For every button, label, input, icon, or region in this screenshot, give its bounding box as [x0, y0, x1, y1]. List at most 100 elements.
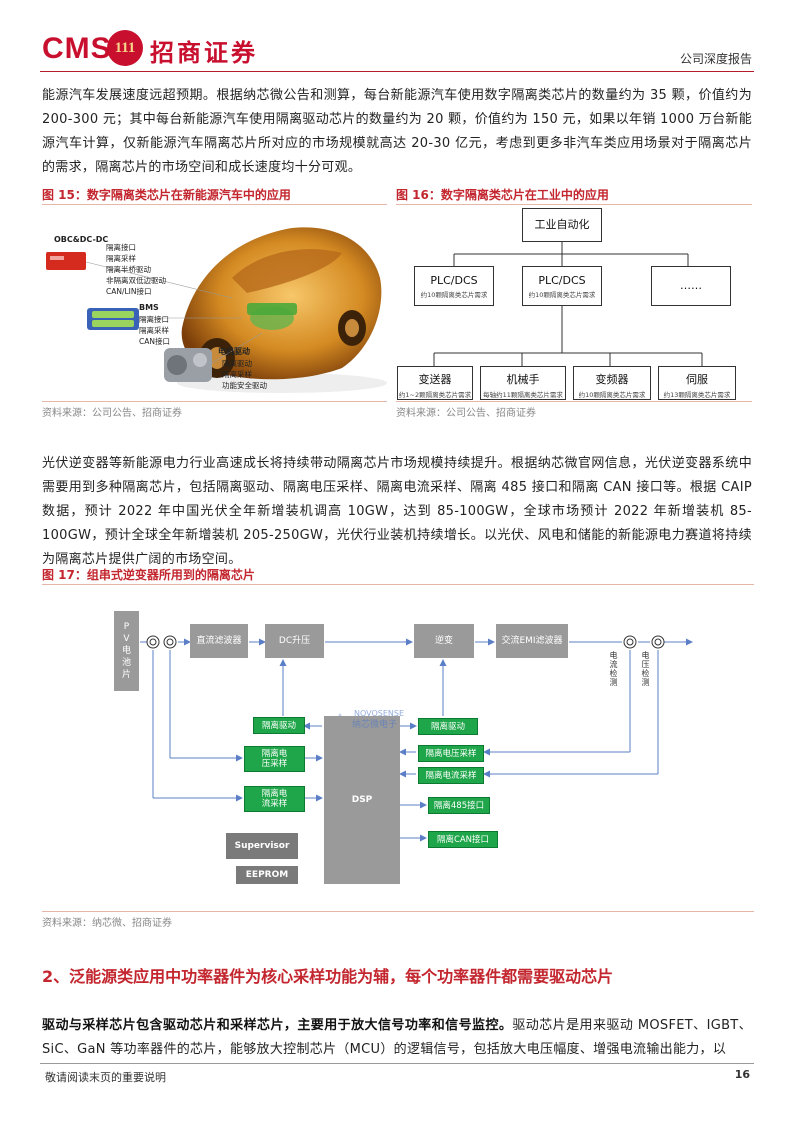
- fig16-leaf-node: 机械手每轴约11颗隔离类芯片需求: [480, 366, 566, 400]
- fig15-title-rule: [42, 204, 387, 205]
- fig15-obc-item: 非隔离双低边驱动: [106, 276, 166, 285]
- fig15-motor-items: 隔离驱动 隔离采样 功能安全驱动: [222, 358, 267, 391]
- fig15-obc-items: 隔离接口 隔离采样 隔离半桥驱动 非隔离双低边驱动 CAN/LIN接口: [106, 242, 166, 297]
- fig16-diagram: 工业自动化 PLC/DCS 约10颗隔离类芯片需求 PLC/DCS 约10颗隔离类芯…: [396, 208, 752, 400]
- right-isolated-current-sampling-label: 隔离电流采样: [425, 770, 477, 781]
- ac-emi-filter-label: 交流EMI滤波器: [501, 635, 563, 646]
- fig16-mid-text: PLC/DCS: [430, 274, 478, 287]
- right-isolated-current-sampling: 隔离电流采样: [418, 767, 484, 784]
- paragraph-3: 驱动与采样芯片包含驱动芯片和采样芯片，主要用于放大信号功率和信号监控。驱动芯片是…: [42, 1014, 752, 1062]
- fig16-title-rule: [396, 204, 752, 205]
- right-isolated-driver: 隔离驱动: [418, 718, 478, 735]
- eeprom-label: EEPROM: [245, 869, 289, 880]
- fig16-mid-sub: 约10颗隔离类芯片需求: [528, 291, 596, 299]
- isolated-485-interface-label: 隔离485接口: [433, 800, 485, 811]
- logo-cn-text: 招商证券: [150, 38, 258, 67]
- fig15-obc-item: 隔离接口: [106, 243, 136, 252]
- fig16-leaf-sub: 约13颗隔离类芯片需求: [663, 391, 731, 399]
- paragraph-3-body: 驱动芯片是用来驱动 MOSFET、IGBT、SiC、GaN 等功率器件的芯片，能…: [42, 1018, 752, 1057]
- fig15-bms-item: 隔离接口: [139, 315, 169, 324]
- fig16-leaf-text: 变送器: [418, 373, 452, 386]
- ac-emi-filter-block: 交流EMI滤波器: [496, 624, 568, 658]
- fig15-bms-item: 隔离采样: [139, 326, 169, 335]
- dc-filter-block: 直流滤波器: [190, 624, 248, 658]
- section-2-heading: 2、泛能源类应用中功率器件为核心采样功能为辅，每个功率器件都需要驱动芯片: [42, 967, 614, 986]
- dsp-block: DSP: [324, 716, 400, 884]
- fig15-bms-item: CAN接口: [139, 337, 170, 346]
- fig16-leaf-node: 伺服约13颗隔离类芯片需求: [658, 366, 736, 400]
- isolated-485-interface: 隔离485接口: [428, 797, 490, 814]
- fig16-root-node: 工业自动化: [522, 208, 602, 242]
- fig16-mid-sub: 约10颗隔离类芯片需求: [420, 291, 488, 299]
- left-isolated-driver: 隔离驱动: [253, 717, 305, 734]
- fig16-leaf-sub: 每轴约11颗隔离类芯片需求: [483, 391, 563, 399]
- left-isolated-voltage-sampling: 隔离电压采样: [244, 746, 305, 772]
- fig15-motor-item: 功能安全驱动: [222, 381, 267, 390]
- fig16-mid-node: ……: [651, 266, 731, 306]
- fig15-car-image: [46, 227, 387, 393]
- right-isolated-voltage-sampling-label: 隔离电压采样: [425, 748, 477, 759]
- fig15-bms-label: BMS: [139, 303, 159, 312]
- fig16-leaf-text: 变频器: [595, 373, 629, 386]
- fig15-bms-items: 隔离接口 隔离采样 CAN接口: [139, 314, 170, 347]
- dc-filter-label: 直流滤波器: [196, 635, 242, 646]
- fig16-leaf-sub: 约1~2颗隔离类芯片需求: [398, 391, 472, 399]
- fig16-mid-node: PLC/DCS 约10颗隔离类芯片需求: [414, 266, 494, 306]
- fig16-leaf-sub: 约10颗隔离类芯片需求: [578, 391, 646, 399]
- supervisor-block: Supervisor: [226, 833, 298, 859]
- fig16-connectors: [433, 242, 703, 366]
- fig15-source: 资料来源：公司公告、招商证券: [42, 408, 182, 419]
- fig15-bottom-rule: [42, 401, 387, 402]
- fig16-leaf-node: 变频器约10颗隔离类芯片需求: [573, 366, 651, 400]
- dc-boost-label: DC升压: [278, 635, 311, 646]
- pv-panel-block: PV电池片: [114, 611, 139, 691]
- fig16-leaf-text: 机械手: [506, 373, 540, 386]
- fig15-illustration: OBC&DC-DC 隔离接口 隔离采样 隔离半桥驱动 非隔离双低边驱动 CAN/…: [42, 208, 387, 400]
- logo-cms-text: CMS: [42, 32, 112, 65]
- fig16-mid-text: PLC/DCS: [538, 274, 586, 287]
- fig15-obc-label: OBC&DC-DC: [54, 235, 109, 244]
- watermark-cn: 纳芯微电子: [352, 720, 398, 730]
- logo-badge-icon: 111: [107, 30, 143, 66]
- fig15-motor-label: 电机驱动: [218, 347, 250, 356]
- fig16-title: 图 16：数字隔离类芯片在工业中的应用: [396, 188, 609, 202]
- fig16-mid-node: PLC/DCS 约10颗隔离类芯片需求: [522, 266, 602, 306]
- fig16-leaf-text: 伺服: [686, 373, 708, 386]
- watermark-latin: NOVOSENSE: [354, 709, 405, 718]
- dc-boost-block: DC升压: [265, 624, 324, 658]
- eeprom-block: EEPROM: [236, 866, 298, 884]
- fig17-diagram: PV电池片 直流滤波器 DC升压 逆变 交流EMI滤波器 电流检测 电压检测 隔…: [42, 588, 754, 908]
- pv-panel-label: PV电池片: [121, 622, 131, 680]
- left-isolated-voltage-sampling-label: 隔离电压采样: [261, 749, 288, 769]
- fig16-mid-text: ……: [680, 279, 702, 292]
- left-isolated-driver-label: 隔离驱动: [261, 720, 296, 731]
- supervisor-label: Supervisor: [234, 840, 290, 851]
- inverter-block: 逆变: [414, 624, 474, 658]
- right-isolated-driver-label: 隔离驱动: [430, 721, 465, 732]
- left-isolated-current-sampling: 隔离电流采样: [244, 786, 305, 812]
- footer-disclaimer: 敬请阅读末页的重要说明: [45, 1071, 166, 1084]
- inverter-label: 逆变: [434, 635, 453, 646]
- fig17-title: 图 17：组串式逆变器所用到的隔离芯片: [42, 568, 255, 582]
- current-detect-label: 电流检测: [609, 651, 618, 687]
- fig17-bottom-rule: [42, 911, 754, 912]
- fig15-motor-item: 隔离驱动: [222, 359, 252, 368]
- fig16-root-text: 工业自动化: [534, 218, 590, 231]
- fig15-obc-item: 隔离采样: [106, 254, 136, 263]
- voltage-detect-label: 电压检测: [641, 651, 650, 687]
- fig15-motor-item: 隔离采样: [222, 370, 252, 379]
- isolated-can-interface-label: 隔离CAN接口: [436, 834, 490, 845]
- fig17-title-rule: [42, 584, 754, 585]
- fig15-title: 图 15：数字隔离类芯片在新能源汽车中的应用: [42, 188, 291, 202]
- paragraph-2: 光伏逆变器等新能源电力行业高速成长将持续带动隔离芯片市场规模持续提升。根据纳芯微…: [42, 456, 752, 567]
- fig16-leaf-node: 变送器约1~2颗隔离类芯片需求: [397, 366, 473, 400]
- page-number: 16: [734, 1068, 750, 1081]
- fig16-source: 资料来源：公司公告、招商证券: [396, 408, 536, 419]
- fig15-obc-item: 隔离半桥驱动: [106, 265, 151, 274]
- isolated-can-interface: 隔离CAN接口: [428, 831, 498, 848]
- fig17-wires: [140, 635, 693, 842]
- right-isolated-voltage-sampling: 隔离电压采样: [418, 745, 484, 762]
- paragraph-1: 能源汽车发展速度远超预期。根据纳芯微公告和测算，每台新能源汽车使用数字隔离类芯片…: [42, 88, 752, 175]
- left-isolated-current-sampling-label: 隔离电流采样: [261, 789, 288, 809]
- fig17-source: 资料来源：纳芯微、招商证券: [42, 918, 172, 929]
